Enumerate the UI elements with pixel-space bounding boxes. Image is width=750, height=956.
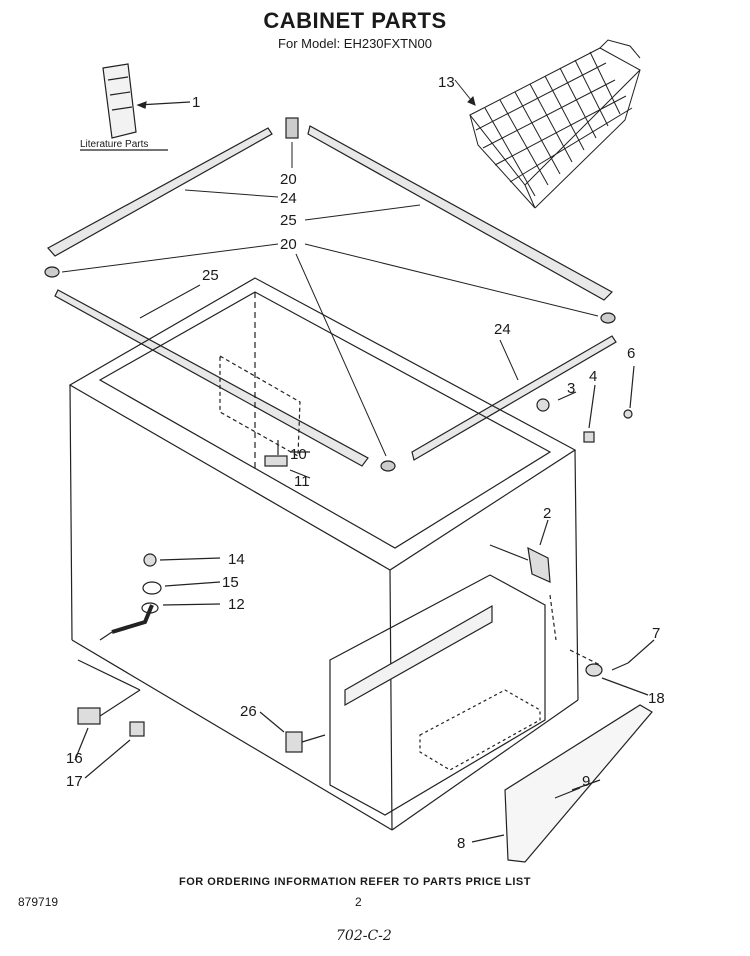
callout-2: 2 — [543, 505, 551, 522]
small-hardware-right — [536, 365, 655, 696]
literature-parts-booklet — [80, 63, 191, 151]
callout-1: 1 — [192, 94, 200, 111]
callout-4: 4 — [589, 368, 597, 385]
callout-25-top: 25 — [280, 212, 297, 229]
model-subtitle: For Model: EH230FXTN00 — [278, 36, 432, 51]
callout-17: 17 — [66, 773, 83, 790]
ordering-note: FOR ORDERING INFORMATION REFER TO PARTS … — [179, 876, 531, 888]
callout-12: 12 — [228, 596, 245, 613]
callout-20-top: 20 — [280, 171, 297, 188]
callout-20-mid: 20 — [280, 236, 297, 253]
callout-13: 13 — [438, 74, 455, 91]
leveling-feet — [74, 659, 145, 779]
callout-14: 14 — [228, 551, 245, 568]
callout-24-top: 24 — [280, 190, 297, 207]
callout-18: 18 — [648, 690, 665, 707]
callout-labels: 1 Literature Parts 13 20 24 25 20 25 24 … — [66, 74, 665, 852]
callout-10: 10 — [290, 446, 307, 463]
page-title: CABINET PARTS — [263, 8, 447, 33]
callout-16: 16 — [66, 750, 83, 767]
literature-parts-label: Literature Parts — [80, 139, 148, 150]
gasket-strip-lower-right — [411, 335, 617, 461]
basket — [454, 39, 641, 209]
callout-26: 26 — [240, 703, 257, 720]
gasket-strip-upper-left — [47, 127, 273, 257]
drain-parts — [99, 553, 221, 641]
callout-25-left: 25 — [202, 267, 219, 284]
callout-7: 7 — [652, 625, 660, 642]
freezer-cabinet — [68, 277, 579, 831]
thermostat-knob — [259, 711, 326, 753]
hinge-assembly — [489, 519, 601, 666]
access-panel — [471, 704, 653, 863]
page-number: 2 — [355, 895, 362, 909]
callout-9: 9 — [582, 773, 590, 790]
callout-8: 8 — [457, 835, 465, 852]
document-code: 879719 — [18, 895, 59, 909]
callout-24-right: 24 — [494, 321, 511, 338]
callout-15: 15 — [222, 574, 239, 591]
gasket-strip-lower-left — [54, 289, 369, 467]
gasket-corners — [44, 117, 616, 472]
handwritten-note: 702-C-2 — [336, 928, 392, 944]
leader-lines-top — [61, 142, 599, 457]
gasket-strip-upper-right — [307, 125, 613, 301]
callout-3: 3 — [567, 380, 575, 397]
callout-11: 11 — [294, 473, 310, 490]
lid-latch — [264, 440, 311, 479]
callout-6: 6 — [627, 345, 635, 362]
